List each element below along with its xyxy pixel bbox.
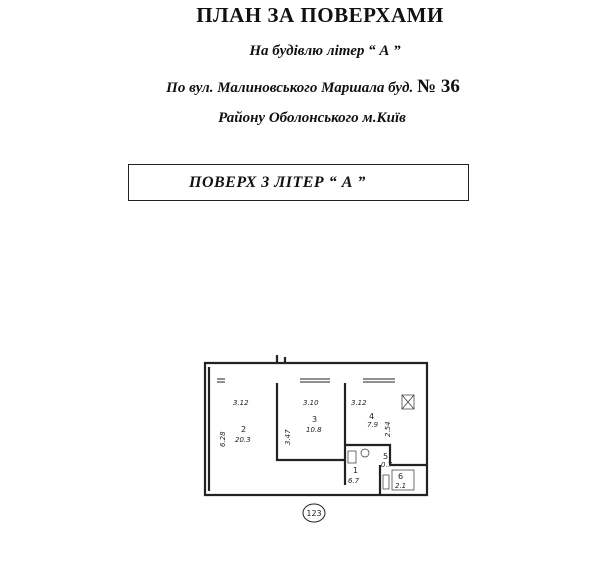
room-4-num: 4 [369, 412, 374, 421]
room-2-area: 20.3 [235, 436, 251, 444]
inner-lines [347, 394, 415, 491]
room-5-area: 0.7 [381, 461, 393, 469]
room-2-num: 2 [241, 425, 246, 434]
room-4-width: 3.12 [351, 399, 367, 407]
window-marks [217, 378, 395, 383]
address-prefix: По вул. Малиновського Маршала буд. [166, 80, 414, 96]
room-1-num: 1 [353, 466, 358, 475]
room-4-area: 7.9 [367, 421, 379, 429]
room-1-area: 6.7 [348, 477, 360, 485]
room-6-area: 2.1 [395, 482, 406, 490]
room-5-num: 5 [383, 452, 388, 461]
room-2-length: 6.28 [219, 431, 227, 447]
room-6-num: 6 [398, 472, 403, 481]
apartment-number-badge: 123 [302, 503, 326, 523]
room-3-length: 3.47 [284, 429, 292, 445]
room-3-num: 3 [312, 415, 317, 424]
building-line: На будівлю літер “ А ” [249, 43, 401, 59]
room-2-width: 3.12 [233, 399, 249, 407]
floor-plan: 3.12 2 20.3 6.28 3.10 3 10.8 3.47 3.12 4… [203, 355, 429, 523]
room-3-area: 10.8 [306, 426, 322, 434]
district-line: Району Оболонського м.Київ [218, 110, 406, 126]
floor-label-box: ПОВЕРХ 3 ЛІТЕР “ А ” [128, 164, 469, 201]
document-title: ПЛАН ЗА ПОВЕРХАМИ [196, 3, 444, 27]
address-number: № 36 [416, 76, 460, 97]
plan-walls [203, 355, 429, 497]
address-line: По вул. Малиновського Маршала буд. № 36 [8, 76, 610, 98]
room-3-width: 3.10 [303, 399, 319, 407]
apartment-number: 123 [306, 509, 321, 518]
room-4-length: 2.54 [384, 421, 392, 437]
floor-label: ПОВЕРХ 3 ЛІТЕР “ А ” [189, 174, 366, 191]
